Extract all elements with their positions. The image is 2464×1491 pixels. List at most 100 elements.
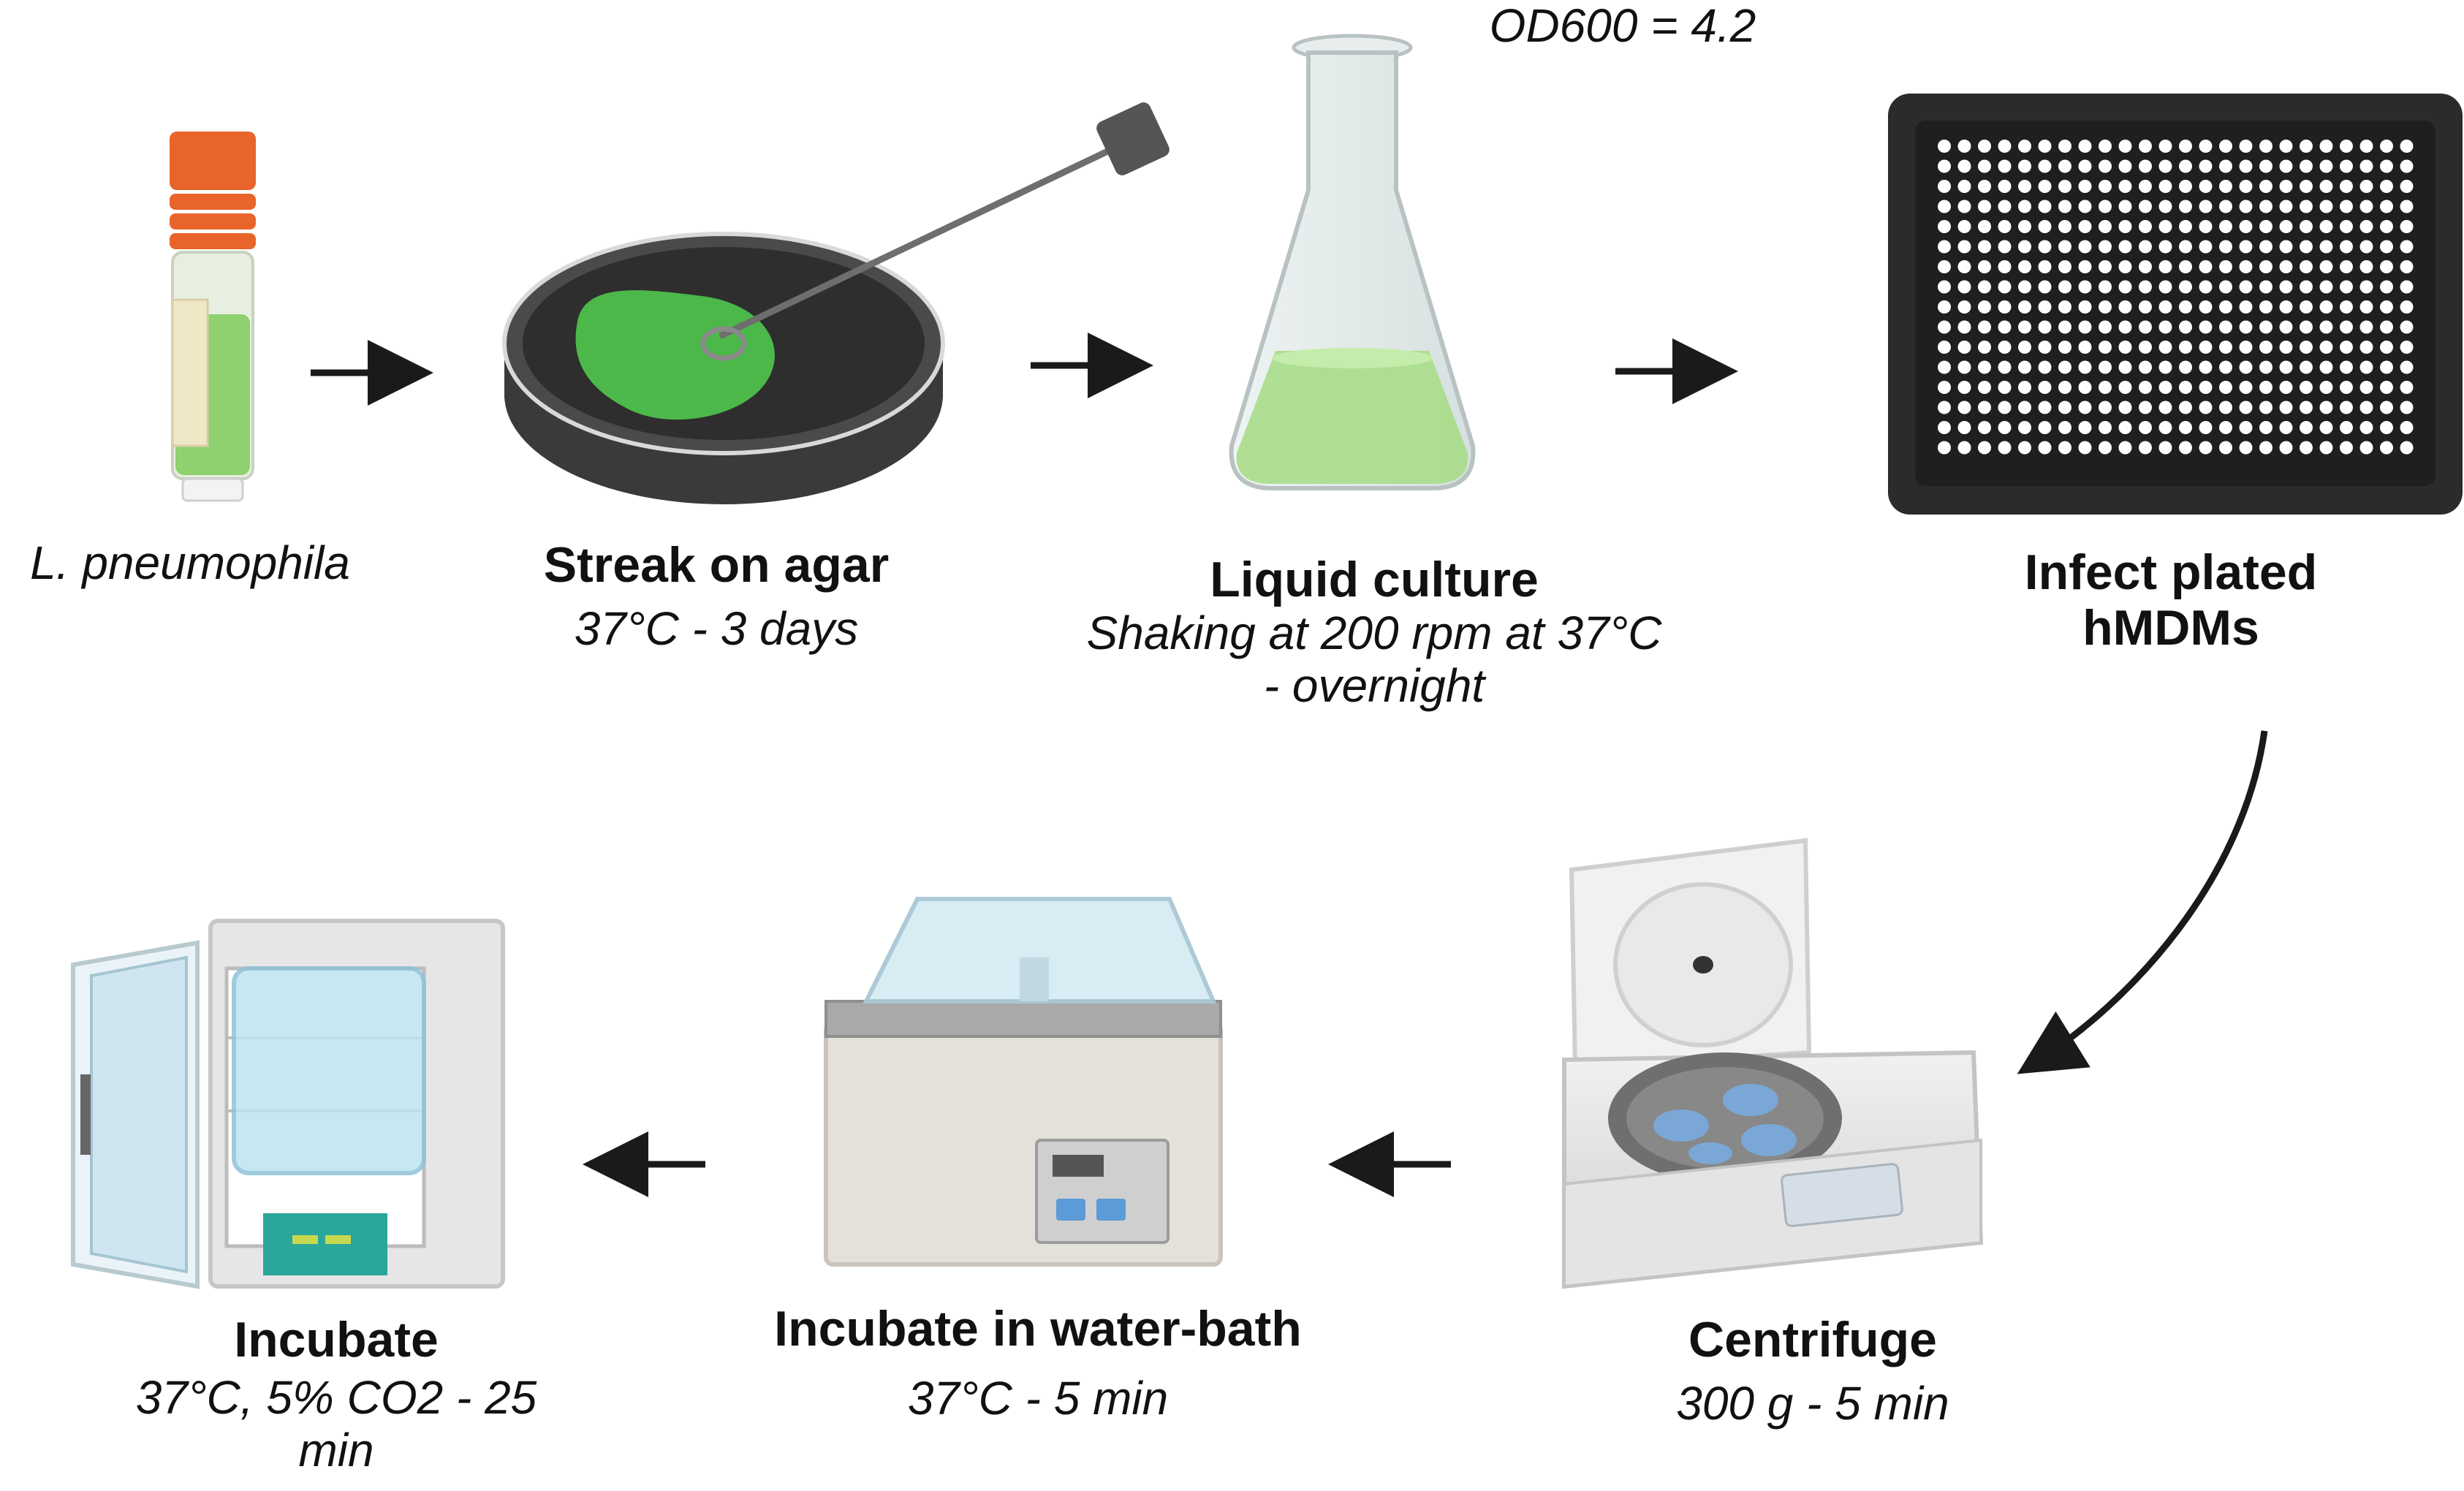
well: [2239, 180, 2253, 193]
well: [1938, 159, 1951, 173]
well: [2118, 180, 2132, 193]
well: [2279, 140, 2293, 153]
well: [2199, 180, 2213, 193]
well: [2058, 159, 2071, 173]
well: [2179, 300, 2192, 314]
well: [2118, 360, 2132, 374]
well: [2300, 300, 2313, 314]
well: [2359, 341, 2373, 354]
well: [1998, 240, 2012, 254]
well: [2179, 320, 2192, 334]
well: [2158, 159, 2172, 173]
well: [2279, 200, 2293, 213]
well: [2058, 341, 2071, 354]
well: [1938, 140, 1951, 153]
well: [2179, 441, 2192, 455]
flask-subtitle-2: - overnight: [1263, 659, 1485, 712]
well: [2139, 421, 2152, 434]
well: [2340, 360, 2353, 374]
well: [2179, 140, 2192, 153]
well: [2300, 320, 2313, 334]
well: [2319, 341, 2333, 354]
well: [2319, 159, 2333, 173]
well: [2099, 180, 2112, 193]
waterbath-title: Incubate in water-bath: [774, 1301, 1302, 1357]
arrow-4: [2017, 730, 2268, 1074]
well: [2179, 220, 2192, 233]
well: [2078, 280, 2092, 294]
well: [2158, 240, 2172, 254]
well: [2279, 280, 2293, 294]
well: [1998, 300, 2012, 314]
well: [2219, 140, 2232, 153]
agar-subtitle: 37°C - 3 days: [574, 602, 859, 656]
well: [2018, 341, 2031, 354]
well: [2300, 180, 2313, 193]
well: [2239, 140, 2253, 153]
well: [1938, 421, 1951, 434]
well: [2018, 401, 2031, 414]
well: [2058, 441, 2071, 455]
well: [2319, 280, 2333, 294]
well: [1957, 421, 1971, 434]
well: [2400, 240, 2414, 254]
well: [2259, 360, 2272, 374]
well: [2400, 341, 2414, 354]
well: [2380, 320, 2393, 334]
well: [2179, 280, 2192, 294]
waterbath-subtitle: 37°C - 5 min: [907, 1372, 1169, 1425]
well: [2038, 421, 2052, 434]
well: [2300, 140, 2313, 153]
well: [2239, 300, 2253, 314]
well: [2380, 360, 2393, 374]
well: [2158, 140, 2172, 153]
od600-annotation: OD600 = 4.2: [1489, 0, 1756, 52]
well: [2199, 260, 2213, 273]
well: [2359, 401, 2373, 414]
well: [2359, 441, 2373, 455]
well: [2279, 360, 2293, 374]
well: [2078, 320, 2092, 334]
well: [1998, 260, 2012, 273]
well: [2118, 300, 2132, 314]
well: [2300, 381, 2313, 394]
well: [2239, 320, 2253, 334]
well: [2219, 240, 2232, 254]
well: [1938, 260, 1951, 273]
well: [2058, 220, 2071, 233]
well: [2158, 320, 2172, 334]
well: [2279, 401, 2293, 414]
well: [2158, 200, 2172, 213]
well: [2380, 381, 2393, 394]
well: [2038, 441, 2052, 455]
well: [2099, 320, 2112, 334]
well: [2099, 280, 2112, 294]
well: [2058, 260, 2071, 273]
well: [1957, 360, 1971, 374]
well: [2078, 401, 2092, 414]
agar-title: Streak on agar: [543, 537, 890, 593]
well: [2199, 200, 2213, 213]
well: [2158, 441, 2172, 455]
well: [2319, 260, 2333, 273]
well: [2279, 220, 2293, 233]
well: [2259, 260, 2272, 273]
well: [2259, 280, 2272, 294]
well: [2058, 401, 2071, 414]
well: [2279, 441, 2293, 455]
well: [2199, 220, 2213, 233]
well: [1998, 180, 2012, 193]
well: [2199, 320, 2213, 334]
well: [2179, 360, 2192, 374]
well: [2038, 320, 2052, 334]
well: [2340, 280, 2353, 294]
well: [2118, 421, 2132, 434]
culture-tube-icon: [170, 132, 256, 502]
centrifuge-subtitle: 300 g - 5 min: [1676, 1377, 1949, 1430]
well: [2078, 341, 2092, 354]
well: [2099, 381, 2112, 394]
well: [2199, 280, 2213, 294]
well: [2139, 200, 2152, 213]
well: [2058, 360, 2071, 374]
flask-label: Liquid culture Shaking at 200 rpm at 37°…: [1009, 552, 1740, 713]
